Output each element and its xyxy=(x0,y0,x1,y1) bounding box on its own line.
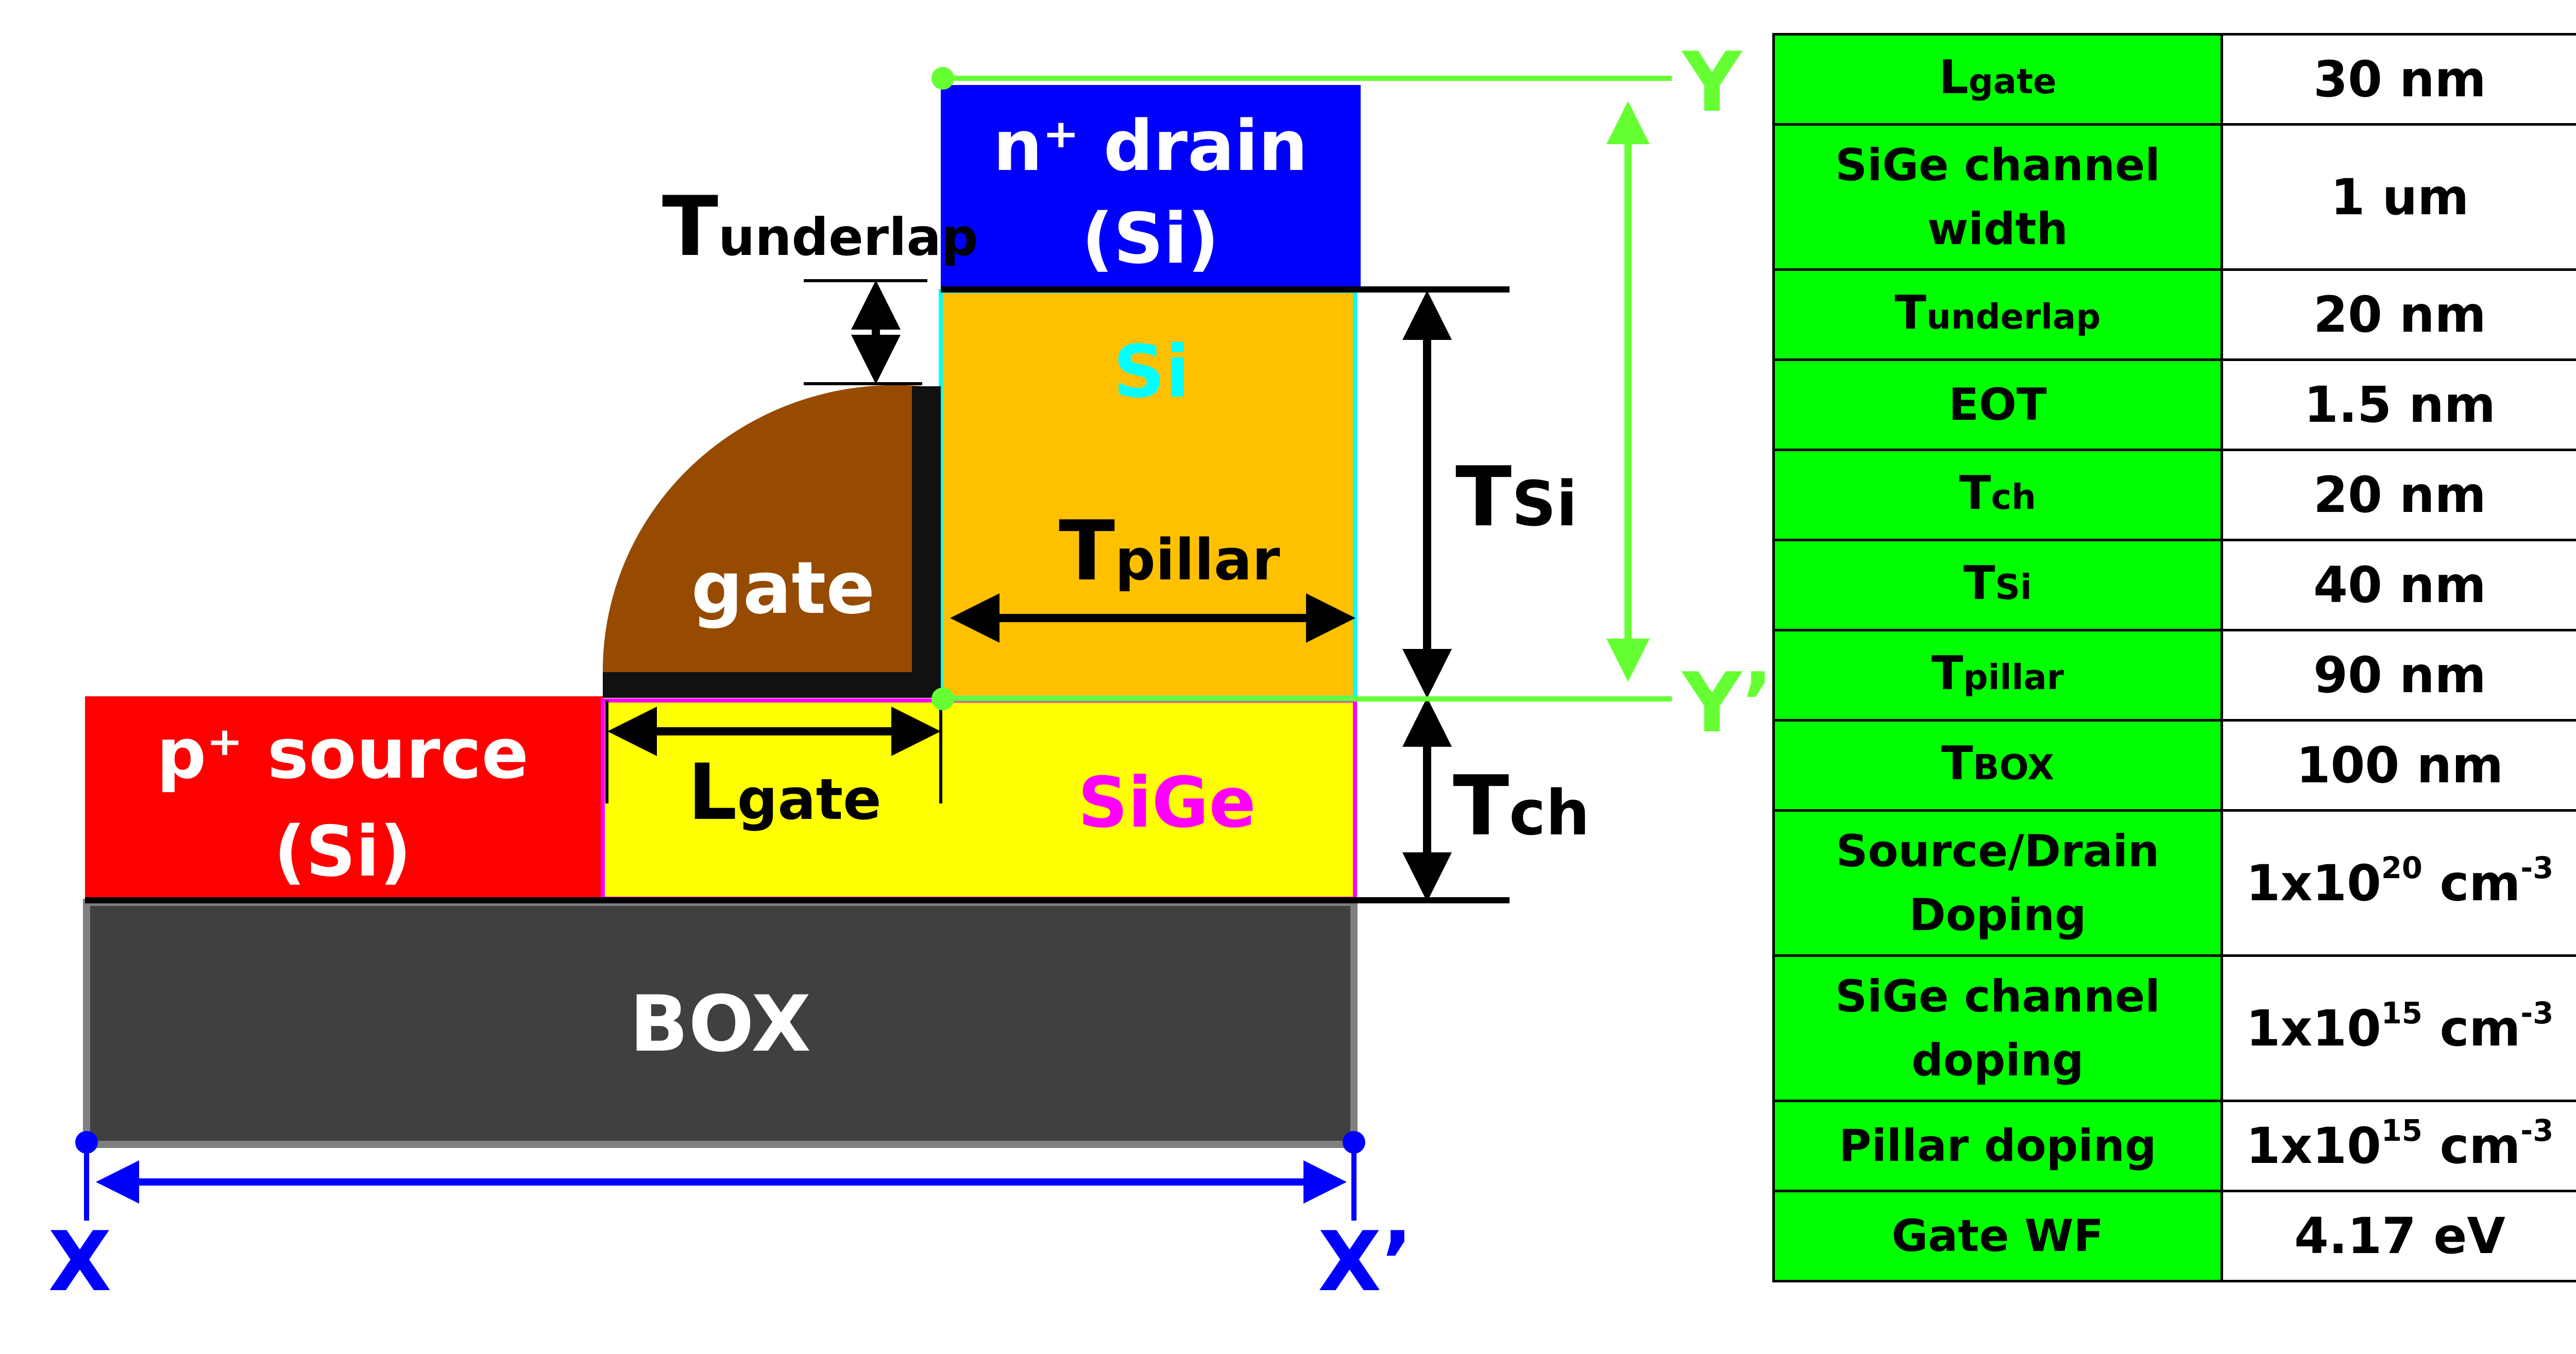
table-row: Gate WF 4.17 eV xyxy=(1772,1190,2576,1282)
y-start-label: Y xyxy=(1681,34,1743,130)
param-cell: Tch xyxy=(1772,449,2223,541)
value-cell: 1x1020 cm-3 xyxy=(2220,809,2576,957)
value-cell: 1x1015 cm-3 xyxy=(2220,954,2576,1102)
value-cell: 4.17 eV xyxy=(2220,1190,2576,1282)
param-cell: Tpillar xyxy=(1772,629,2223,722)
param-cell: Source/Drain Doping xyxy=(1772,809,2223,957)
table-row: TSi 40 nm xyxy=(1772,539,2576,631)
table-row: SiGe channel doping 1x1015 cm-3 xyxy=(1772,954,2576,1102)
x-cut-right-point xyxy=(1343,1131,1365,1154)
box-label: BOX xyxy=(630,980,811,1069)
source-label-line2: (Si) xyxy=(274,811,412,892)
param-cell: TBOX xyxy=(1772,719,2223,812)
t-underlap-label: Tunderlap xyxy=(662,178,978,275)
param-cell: Tunderlap xyxy=(1772,268,2223,361)
x-cut-left-point xyxy=(75,1131,98,1154)
value-cell: 20 nm xyxy=(2220,449,2576,541)
table-row: Tunderlap 20 nm xyxy=(1772,268,2576,361)
value-cell: 20 nm xyxy=(2220,268,2576,361)
drain-label-line1: n⁺ drain xyxy=(993,106,1308,186)
drain-label-line2: (Si) xyxy=(1082,198,1219,279)
sige-label: SiGe xyxy=(1078,762,1256,843)
y-end-label: Y’ xyxy=(1681,655,1772,751)
param-cell: SiGe channel doping xyxy=(1772,954,2223,1102)
source-region xyxy=(85,696,603,900)
gate-oxide-vertical xyxy=(912,386,941,698)
param-cell: SiGe channel width xyxy=(1772,123,2223,271)
value-cell: 1 um xyxy=(2220,123,2576,271)
box-layer xyxy=(83,899,1358,1148)
x-end-label: X’ xyxy=(1318,1213,1413,1310)
t-pillar-label: Tpillar xyxy=(1059,503,1280,599)
table-row: SiGe channel width 1 um xyxy=(1772,123,2576,271)
value-cell: 30 nm xyxy=(2220,33,2576,126)
param-cell: TSi xyxy=(1772,539,2223,631)
si-label: Si xyxy=(1113,330,1190,414)
table-row: Source/Drain Doping 1x1020 cm-3 xyxy=(1772,809,2576,957)
table-row: Tch 20 nm xyxy=(1772,449,2576,541)
param-cell: Gate WF xyxy=(1772,1190,2223,1282)
table-row: Tpillar 90 nm xyxy=(1772,629,2576,722)
value-cell: 90 nm xyxy=(2220,629,2576,722)
value-cell: 100 nm xyxy=(2220,719,2576,812)
value-cell: 1x1015 cm-3 xyxy=(2220,1100,2576,1192)
device-cross-section: BOX p⁺ source (Si) SiGe Si n⁺ drain (Si)… xyxy=(48,34,1772,1310)
table-row: EOT 1.5 nm xyxy=(1772,358,2576,451)
param-cell: Lgate xyxy=(1772,33,2223,126)
table-row: Pillar doping 1x1015 cm-3 xyxy=(1772,1100,2576,1192)
drain-region xyxy=(941,85,1361,288)
l-gate-label: Lgate xyxy=(688,748,882,837)
gate-label: gate xyxy=(691,546,875,630)
param-cell: Pillar doping xyxy=(1772,1100,2223,1192)
gate-oxide-horizontal xyxy=(603,672,941,698)
y-cut-bottom-point xyxy=(931,688,954,710)
table-row: Lgate 30 nm xyxy=(1772,33,2576,126)
parameter-table: Lgate 30 nm SiGe channel width 1 um Tund… xyxy=(1772,33,2576,1282)
gate-electrode xyxy=(602,385,922,672)
x-start-label: X xyxy=(48,1213,111,1310)
source-label-line1: p⁺ source xyxy=(157,713,529,794)
table-row: TBOX 100 nm xyxy=(1772,719,2576,812)
value-cell: 40 nm xyxy=(2220,539,2576,631)
y-cut-top-point xyxy=(931,67,954,90)
param-cell: EOT xyxy=(1772,358,2223,451)
value-cell: 1.5 nm xyxy=(2220,358,2576,451)
t-ch-label: Tch xyxy=(1453,758,1590,854)
t-si-label: TSi xyxy=(1455,449,1578,545)
